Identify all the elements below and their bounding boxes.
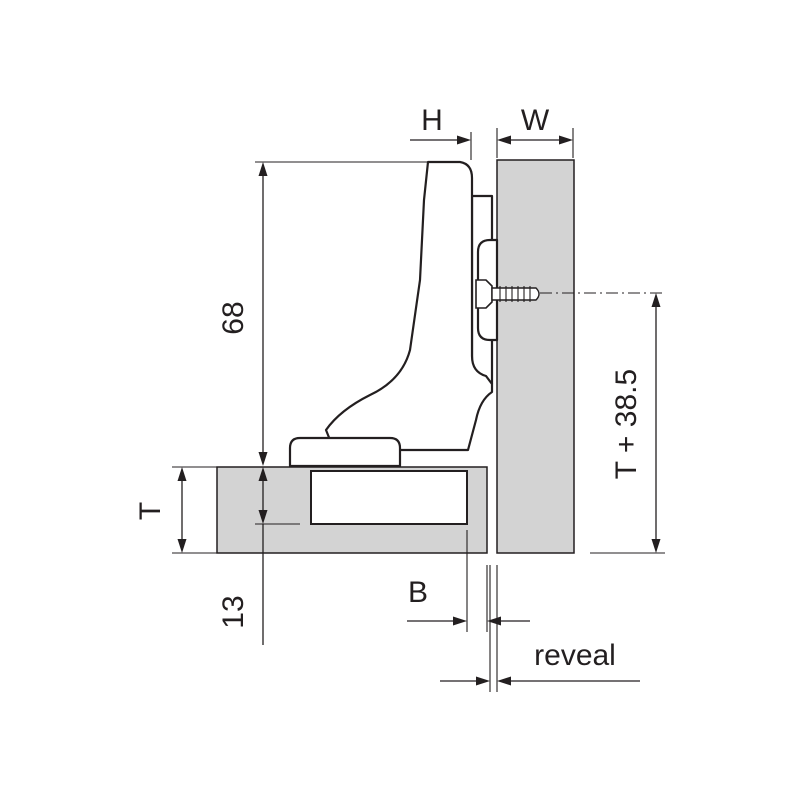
dimension-t-plus-38-5-label: T + 38.5 (610, 369, 643, 479)
dimension-68-label: 68 (217, 301, 250, 334)
hinge-base (288, 436, 402, 468)
dimension-t-plus-38-5 (590, 293, 665, 554)
dimension-reveal (440, 565, 640, 692)
dimension-w-label: W (521, 104, 550, 137)
hinge-cup (310, 470, 468, 525)
dimension-13-label: 13 (217, 595, 250, 628)
mounting-screw (475, 279, 540, 309)
hinge-arm (324, 160, 494, 452)
dimension-b-label: B (408, 576, 428, 609)
dimension-t (172, 466, 217, 554)
dimension-b (407, 530, 530, 632)
cabinet-side-panel (496, 159, 575, 554)
dimension-h-label: H (421, 104, 443, 137)
dimension-t-label: T (134, 502, 167, 520)
dimension-h (410, 132, 472, 160)
dimension-w (496, 128, 574, 158)
dimension-68 (255, 161, 428, 466)
dimension-13 (255, 467, 300, 645)
dimension-reveal-label: reveal (534, 639, 616, 672)
